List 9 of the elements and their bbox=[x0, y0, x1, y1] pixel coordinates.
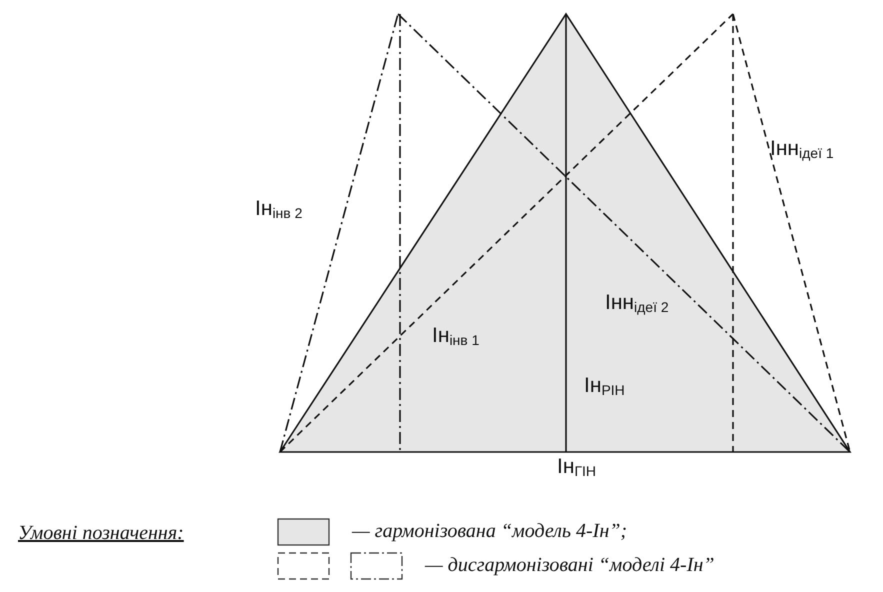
legend-text: — дисгармонізовані “моделі 4-Ін” bbox=[425, 554, 714, 577]
line-label: Ін$_{РІН}$ bbox=[584, 375, 625, 397]
line-label: Ін$_{інв 2}$ bbox=[255, 198, 302, 220]
legend-heading: Умовні позначення: bbox=[18, 522, 184, 545]
legend-text: — гармонізована “модель 4-Ін”; bbox=[352, 520, 628, 543]
line-label: Ін$_{інв 1}$ bbox=[432, 325, 480, 347]
line-label: Інн$_{ідеї 2}$ bbox=[605, 292, 669, 314]
line-label: Ін$_{ГІН}$ bbox=[557, 456, 596, 478]
line-label: Інн$_{ідеї 1}$ bbox=[770, 138, 834, 160]
